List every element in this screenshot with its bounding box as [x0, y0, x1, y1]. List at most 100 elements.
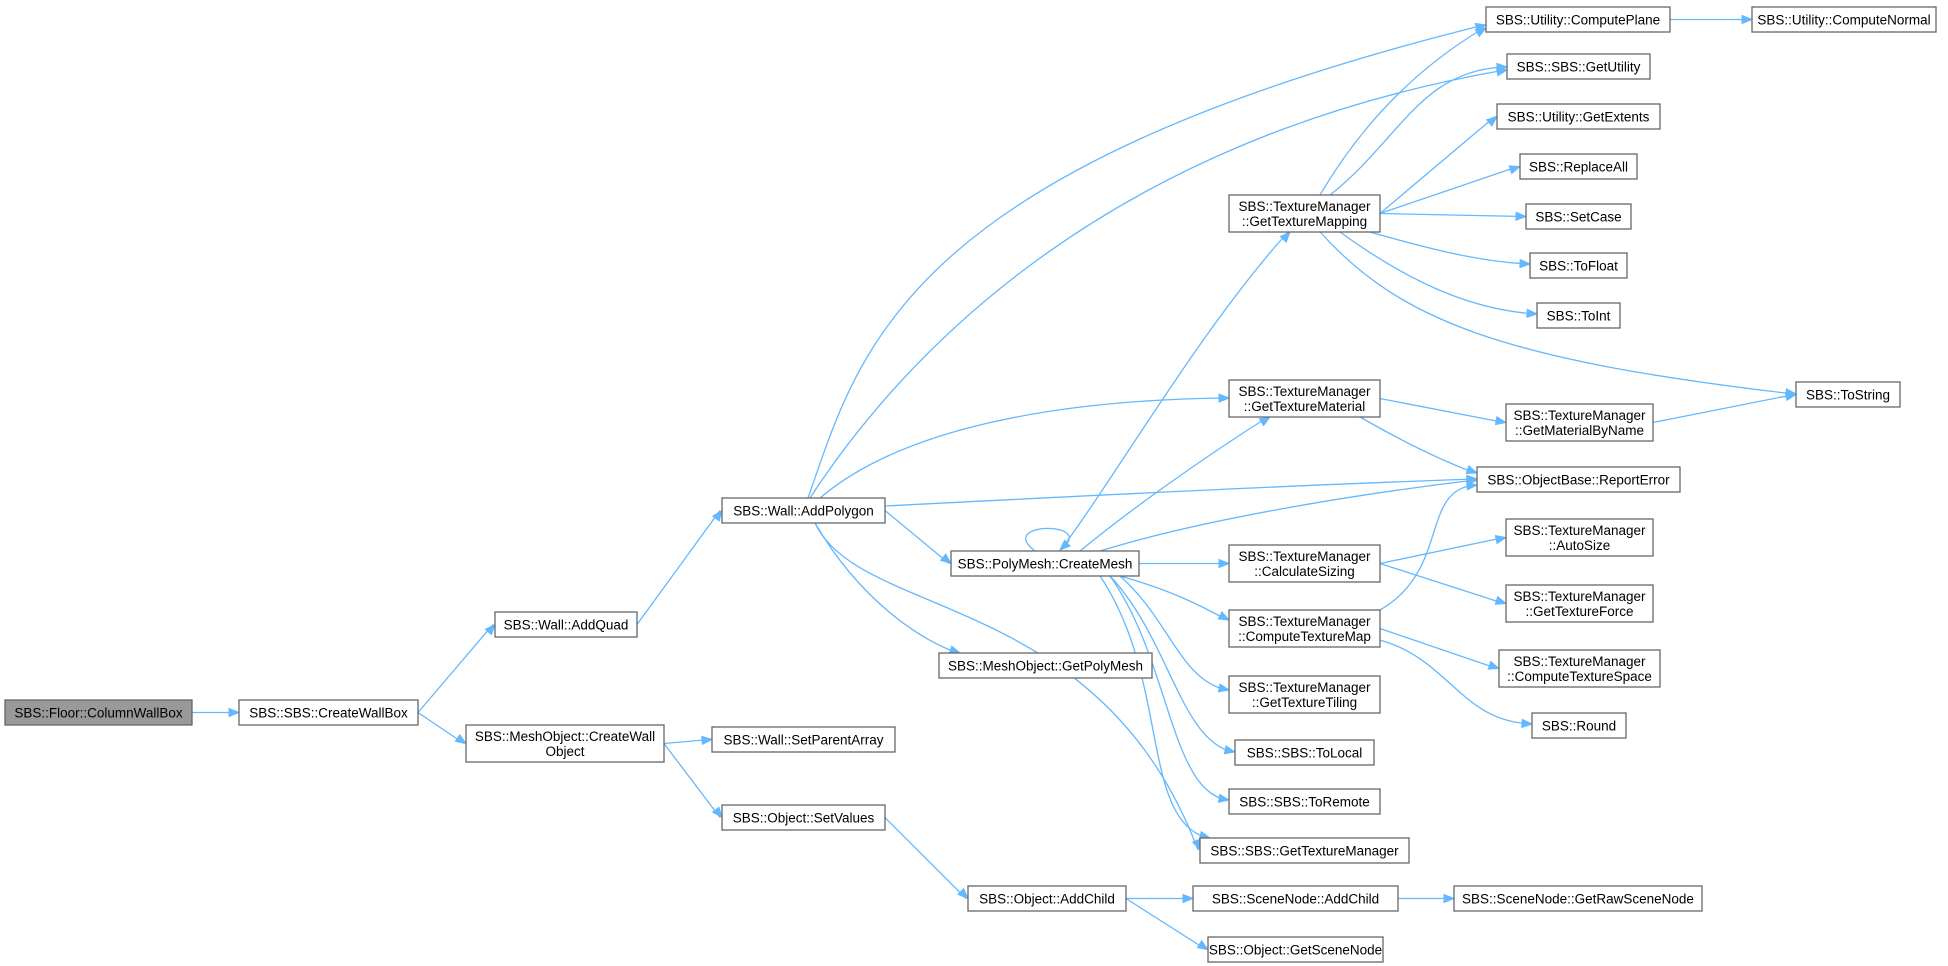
graph-node-n32[interactable]: SBS::TextureManager::GetTextureForce: [1505, 584, 1654, 623]
node-box: [1485, 6, 1671, 33]
graph-node-n15[interactable]: SBS::SBS::ToLocal: [1234, 739, 1375, 766]
edge-n10-to-n24-arrowhead: [1508, 165, 1522, 175]
edge-n12-to-n31-arrowhead: [1494, 534, 1508, 545]
node-box: [1228, 544, 1381, 583]
node-label: SBS::Floor::ColumnWallBox: [14, 706, 183, 721]
graph-node-n26[interactable]: SBS::ToFloat: [1529, 252, 1628, 279]
node-label: SBS::MeshObject::CreateWall: [475, 729, 655, 744]
graph-node-n11[interactable]: SBS::TextureManager::GetTextureMaterial: [1228, 379, 1381, 418]
node-box: [1505, 584, 1654, 623]
graph-node-n4[interactable]: SBS::Wall::AddPolygon: [721, 497, 886, 524]
node-box: [1234, 739, 1375, 766]
edge-n8-to-n10-arrowhead: [1279, 231, 1291, 243]
graph-node-n31[interactable]: SBS::TextureManager::AutoSize: [1505, 518, 1654, 557]
graph-node-n24[interactable]: SBS::ReplaceAll: [1519, 153, 1638, 180]
graph-node-n25[interactable]: SBS::SetCase: [1525, 203, 1632, 230]
edge-n4-to-n22: [809, 69, 1506, 499]
node-label: SBS::Utility::ComputePlane: [1496, 13, 1660, 28]
graph-node-n28[interactable]: SBS::ToString: [1795, 381, 1901, 408]
node-label: SBS::SBS::CreateWallBox: [249, 706, 408, 721]
graph-node-n27[interactable]: SBS::ToInt: [1536, 302, 1621, 329]
graph-node-n21[interactable]: SBS::Utility::ComputeNormal: [1751, 6, 1937, 33]
node-box: [1505, 518, 1654, 557]
edge-n8-to-n17: [1099, 575, 1209, 839]
node-box: [1228, 379, 1381, 418]
node-label: ::GetTextureMaterial: [1244, 399, 1366, 414]
edge-n11-to-n30: [1359, 416, 1476, 474]
graph-node-n8[interactable]: SBS::PolyMesh::CreateMesh: [950, 550, 1140, 577]
node-label: SBS::Utility::GetExtents: [1508, 110, 1650, 125]
graph-node-n33[interactable]: SBS::TextureManager::ComputeTextureSpace: [1498, 649, 1661, 688]
edge-n7-to-n18-arrowhead: [1182, 893, 1195, 904]
node-box: [1536, 302, 1621, 329]
edge-n13-to-n34: [1379, 639, 1531, 725]
graph-node-n7[interactable]: SBS::Object::AddChild: [967, 885, 1127, 912]
node-label: SBS::TextureManager: [1513, 589, 1646, 604]
graph-node-n22[interactable]: SBS::SBS::GetUtility: [1506, 53, 1651, 80]
edge-n12-to-n31: [1379, 536, 1505, 565]
graph-node-n19[interactable]: SBS::Object::GetSceneNode: [1207, 936, 1384, 963]
edge-n8-to-n14-arrowhead: [1217, 683, 1231, 693]
node-box: [967, 885, 1127, 912]
node-label: SBS::TextureManager: [1238, 614, 1371, 629]
graph-node-n17[interactable]: SBS::SBS::GetTextureManager: [1199, 837, 1410, 864]
edge-n10-to-n20-arrowhead: [1474, 27, 1488, 38]
graph-node-n23[interactable]: SBS::Utility::GetExtents: [1496, 103, 1661, 130]
node-box: [4, 699, 193, 726]
node-box: [238, 699, 419, 726]
edge-n8-to-n10: [1059, 231, 1289, 552]
edge-n4-to-n9: [814, 522, 959, 654]
node-box: [1505, 403, 1654, 442]
edges-layer: [192, 14, 1798, 951]
node-box: [1199, 837, 1410, 864]
edge-n13-to-n33: [1379, 627, 1498, 670]
edge-n12-to-n32: [1379, 562, 1505, 605]
graph-node-n20[interactable]: SBS::Utility::ComputePlane: [1485, 6, 1671, 33]
node-label: SBS::SceneNode::AddChild: [1212, 892, 1379, 907]
graph-node-n10[interactable]: SBS::TextureManager::GetTextureMapping: [1228, 194, 1381, 233]
edge-n4-to-n30: [884, 478, 1476, 507]
graph-node-n29[interactable]: SBS::TextureManager::GetMaterialByName: [1505, 403, 1654, 442]
node-label: SBS::TextureManager: [1238, 199, 1371, 214]
graph-node-n12[interactable]: SBS::TextureManager::CalculateSizing: [1228, 544, 1381, 583]
node-box: [1453, 885, 1703, 912]
graph-node-n30[interactable]: SBS::ObjectBase::ReportError: [1476, 466, 1681, 493]
graph-node-n14[interactable]: SBS::TextureManager::GetTextureTiling: [1228, 675, 1381, 714]
graph-node-n1[interactable]: SBS::SBS::CreateWallBox: [238, 699, 419, 726]
graph-node-n0[interactable]: SBS::Floor::ColumnWallBox: [4, 699, 193, 726]
edge-n11-to-n29-arrowhead: [1494, 415, 1508, 426]
graph-node-n6[interactable]: SBS::Object::SetValues: [721, 804, 886, 831]
graph-node-n13[interactable]: SBS::TextureManager::ComputeTextureMap: [1228, 609, 1381, 648]
graph-node-n34[interactable]: SBS::Round: [1531, 712, 1627, 739]
node-label: SBS::TextureManager: [1513, 523, 1646, 538]
node-label: ::AutoSize: [1549, 538, 1611, 553]
graph-node-n35[interactable]: SBS::SceneNode::GetRawSceneNode: [1453, 885, 1703, 912]
node-box: [465, 724, 665, 763]
node-label: ::GetTextureTiling: [1252, 695, 1357, 710]
graph-node-n5[interactable]: SBS::Wall::SetParentArray: [711, 726, 896, 753]
edge-n1-to-n2-arrowhead: [484, 623, 496, 636]
node-label: ::GetTextureMapping: [1242, 214, 1367, 229]
edge-n4-to-n20: [807, 24, 1485, 499]
edge-n10-to-n26: [1369, 231, 1529, 265]
edge-n12-to-n32-arrowhead: [1494, 595, 1508, 605]
graph-node-n16[interactable]: SBS::SBS::ToRemote: [1228, 788, 1381, 815]
edge-n13-to-n30-arrowhead: [1466, 481, 1479, 491]
node-box: [721, 497, 886, 524]
nodes-layer: SBS::Floor::ColumnWallBox SBS::SBS::Creat…: [4, 6, 1937, 963]
edge-n0-to-n1-arrowhead: [228, 707, 241, 718]
node-box: [1476, 466, 1681, 493]
graph-node-n2[interactable]: SBS::Wall::AddQuad: [494, 611, 638, 638]
node-label: Object: [545, 744, 584, 759]
node-box: [1506, 53, 1651, 80]
graph-node-n18[interactable]: SBS::SceneNode::AddChild: [1192, 885, 1399, 912]
edge-n3-to-n6-arrowhead: [711, 806, 723, 819]
graph-node-n9[interactable]: SBS::MeshObject::GetPolyMesh: [938, 652, 1153, 679]
node-box: [1192, 885, 1399, 912]
edge-n10-to-n25-arrowhead: [1515, 211, 1528, 222]
node-box: [1228, 609, 1381, 648]
edge-n1-to-n3-arrowhead: [454, 733, 468, 745]
node-box: [1498, 649, 1661, 688]
node-label: SBS::TextureManager: [1238, 384, 1371, 399]
